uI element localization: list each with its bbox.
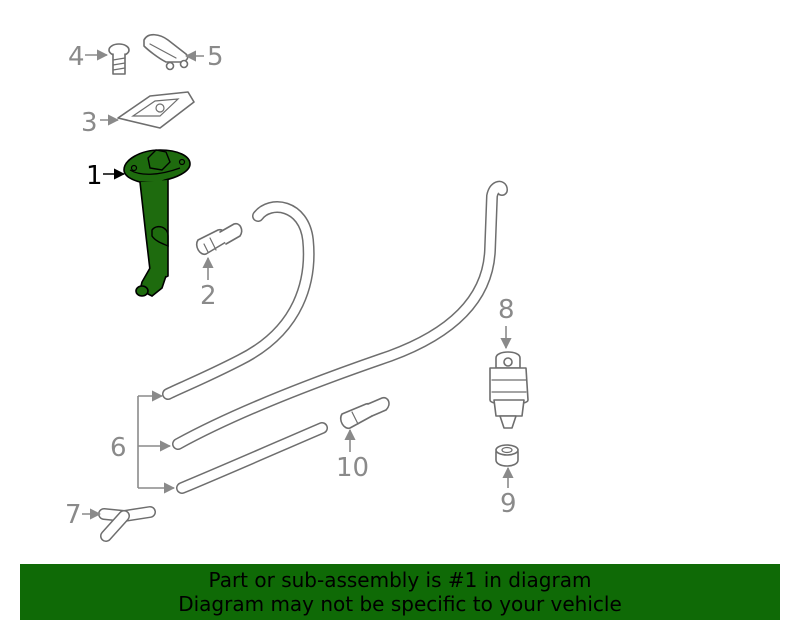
callout-4-label: 4 — [68, 42, 85, 72]
callout-10-label: 10 — [336, 453, 369, 483]
callout-3-label: 3 — [81, 108, 98, 138]
parts-diagram: 4 5 3 1 2 — [65, 33, 529, 542]
banner-line-2: Diagram may not be specific to your vehi… — [178, 592, 622, 616]
part-8-pump[interactable] — [489, 351, 529, 429]
part-6-hoses[interactable] — [162, 180, 508, 494]
info-banner: Part or sub-assembly is #1 in diagram Di… — [20, 564, 780, 620]
part-9-grommet[interactable] — [495, 444, 519, 467]
callout-2-label: 2 — [200, 281, 217, 311]
callout-1-label: 1 — [86, 161, 103, 191]
callout-7-label: 7 — [65, 500, 82, 530]
callout-6-label: 6 — [110, 433, 127, 463]
part-3-seal[interactable] — [117, 91, 195, 129]
part-5-cap[interactable] — [143, 33, 189, 71]
part-4-screw[interactable] — [108, 43, 130, 75]
callout-8-label: 8 — [498, 295, 515, 325]
banner-line-1: Part or sub-assembly is #1 in diagram — [208, 568, 592, 592]
part-10-connector[interactable] — [339, 396, 390, 430]
part-2-connector[interactable] — [195, 222, 243, 256]
part-1-nozzle[interactable] — [123, 149, 191, 297]
part-7-y-connector[interactable] — [98, 506, 156, 542]
callout-9-label: 9 — [500, 489, 517, 519]
callout-5-label: 5 — [207, 42, 224, 72]
